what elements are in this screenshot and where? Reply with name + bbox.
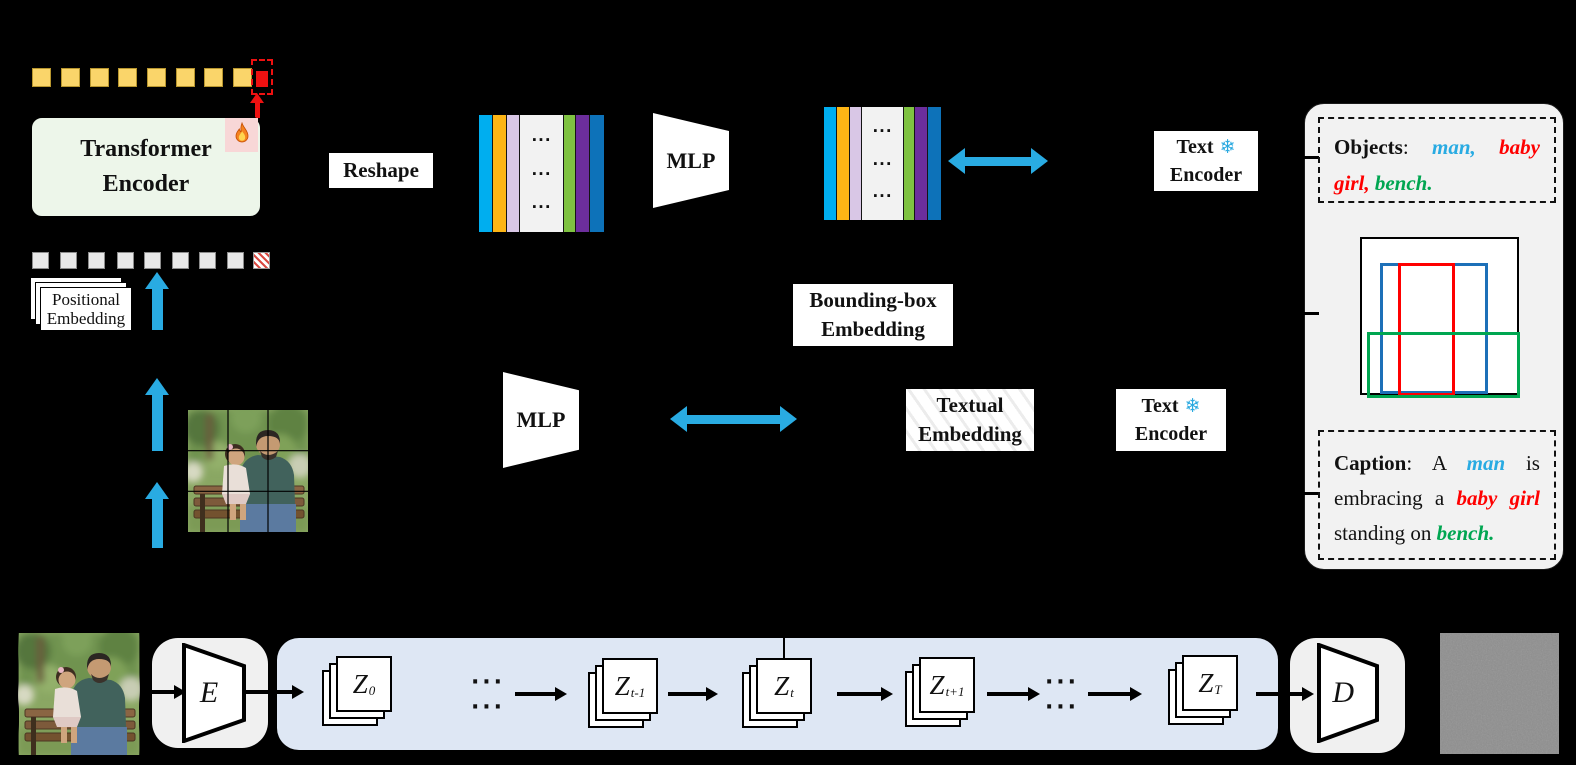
bbox-bench	[1367, 332, 1520, 398]
connector-stub	[1297, 492, 1319, 495]
reshape-box: Reshape	[328, 152, 434, 189]
noise-image	[1440, 633, 1559, 754]
transformer-encoder-box: Transformer Encoder	[30, 116, 262, 218]
textual-embedding-label-2: Embedding	[918, 422, 1022, 446]
mlp-label-2: MLP	[516, 407, 566, 432]
up-arrow	[145, 272, 169, 330]
object-baby-girl: baby girl,	[1334, 135, 1540, 195]
output-token	[233, 68, 252, 87]
snowflake-icon: ❄	[1184, 395, 1201, 417]
transformer-encoder-label-2: Encoder	[102, 171, 190, 197]
object-man: man,	[1432, 135, 1500, 159]
positional-embedding-label-2: Embedding	[46, 309, 126, 328]
positional-embedding-label-1: Positional	[51, 290, 120, 309]
text-encoder-2-label-2: Encoder	[1134, 423, 1208, 445]
objects-box: Objects: man, baby girl, bench.	[1318, 117, 1556, 203]
caption-box: Caption: A man is embracing a baby girl …	[1318, 430, 1556, 560]
encoder-trapezoid: E	[181, 642, 247, 744]
bounding-box-embedding-label-1: Bounding-box	[809, 288, 937, 312]
align-arrow-2	[670, 406, 797, 432]
girl-shape	[222, 444, 250, 520]
arrow	[246, 685, 304, 699]
patch-token	[88, 252, 105, 269]
output-token	[90, 68, 109, 87]
text-encoder-box-2: Text❄ Encoder	[1115, 388, 1227, 452]
patch-token	[227, 252, 244, 269]
source-image	[14, 626, 143, 755]
decoder-symbol: D	[1332, 676, 1355, 709]
arrow	[987, 687, 1040, 701]
up-arrow	[145, 378, 169, 451]
striped-token	[253, 252, 270, 269]
reshape-label: Reshape	[343, 158, 419, 182]
arrow	[140, 685, 186, 699]
arrow	[1088, 687, 1142, 701]
decoder-out-line	[1405, 692, 1429, 696]
output-token	[176, 68, 195, 87]
output-token	[118, 68, 137, 87]
fire-icon	[225, 118, 258, 152]
output-token	[61, 68, 80, 87]
bounding-box-embedding-label-2: Embedding	[821, 317, 925, 341]
text-encoder-label-2: Encoder	[1169, 164, 1243, 186]
ellipsis-dots: ······	[470, 670, 506, 720]
object-bench: bench.	[1374, 171, 1433, 195]
text-encoder-2-label-1: Text	[1141, 395, 1179, 417]
arrow	[1256, 687, 1314, 701]
annotation-panel	[1304, 103, 1564, 570]
snowflake-icon: ❄	[1219, 136, 1236, 158]
output-token	[147, 68, 166, 87]
visual-embedding-bars: ·········	[477, 113, 606, 234]
text-encoder-box: Text❄ Encoder	[1153, 130, 1259, 192]
patch-token	[144, 252, 161, 269]
arrow	[668, 687, 718, 701]
output-token	[32, 68, 51, 87]
mlp-label: MLP	[666, 147, 716, 173]
connector-stub	[1297, 312, 1319, 315]
learnable-token-arrow	[250, 93, 264, 118]
patch-token	[32, 252, 49, 269]
textual-embedding-box: Textual Embedding	[905, 388, 1035, 452]
textual-embedding-label-1: Textual	[936, 393, 1004, 417]
learnable-token	[256, 71, 268, 87]
input-image-patchified	[183, 403, 312, 532]
patch-token	[199, 252, 216, 269]
conditioning-line	[783, 638, 785, 660]
up-arrow	[145, 482, 169, 548]
transformer-encoder-label-1: Transformer	[80, 136, 212, 162]
align-arrow	[948, 148, 1048, 174]
mlp-trapezoid-2: MLP	[503, 372, 579, 468]
decoder-trapezoid: D	[1316, 642, 1380, 744]
encoder-symbol: E	[199, 676, 219, 709]
arrow	[837, 687, 893, 701]
ellipsis-dots: ······	[1044, 670, 1080, 720]
output-token	[204, 68, 223, 87]
patch-grid	[188, 410, 308, 532]
bbox-baby-girl	[1398, 263, 1455, 396]
objects-label: Objects	[1334, 135, 1403, 159]
caption-label: Caption	[1334, 451, 1407, 475]
patch-token	[117, 252, 134, 269]
mlp-trapezoid: MLP	[653, 113, 729, 208]
projected-embedding-bars: ·········	[822, 105, 943, 222]
patch-token	[172, 252, 189, 269]
bounding-box-embedding-box: Bounding-box Embedding	[792, 283, 954, 347]
connector-stub	[1297, 156, 1319, 159]
positional-embedding-stack: Positional Embedding	[30, 277, 134, 331]
text-encoder-label-1: Text	[1176, 136, 1214, 158]
arrow	[515, 687, 567, 701]
patch-token	[60, 252, 77, 269]
